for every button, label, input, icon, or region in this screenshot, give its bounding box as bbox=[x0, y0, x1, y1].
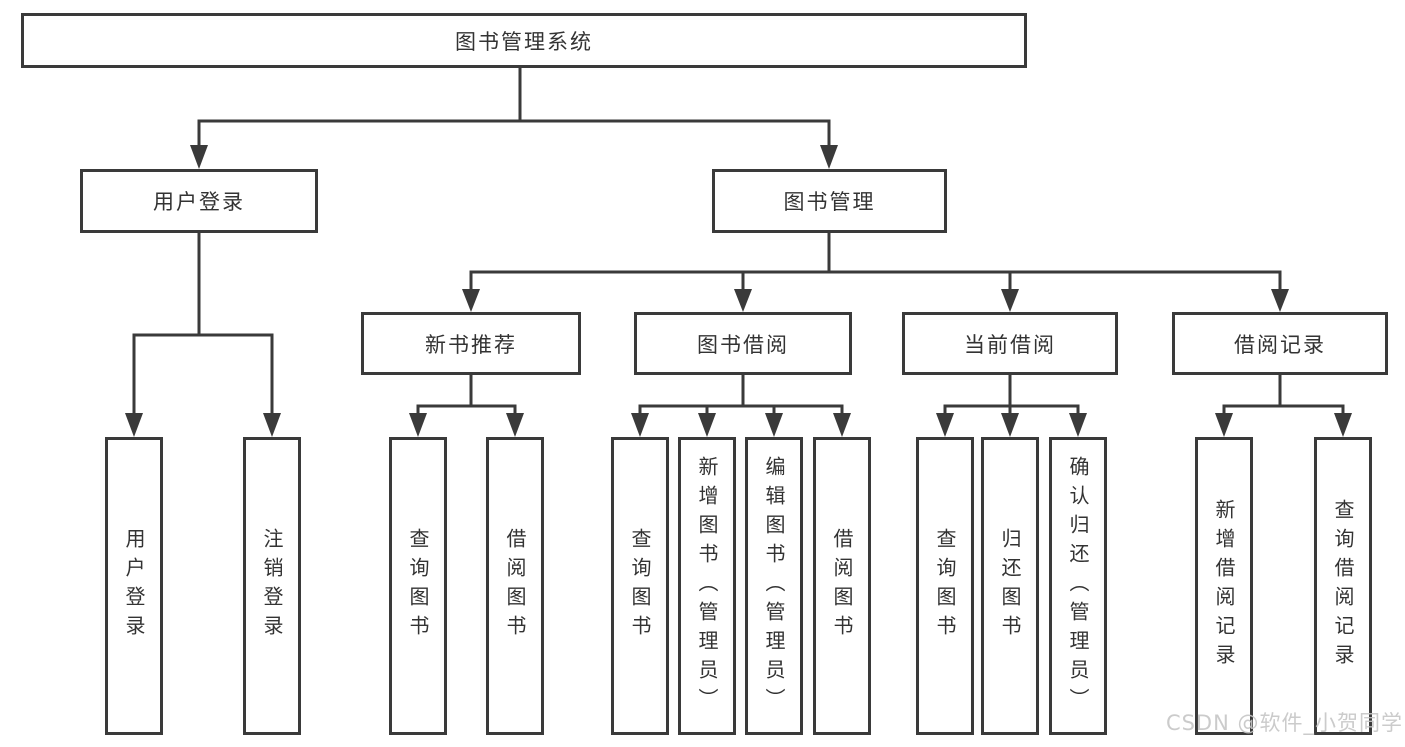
node-user-login-leaf-label: 用户登录 bbox=[122, 528, 146, 644]
connector-user-login-to-leaves bbox=[125, 233, 281, 437]
node-root-system-label: 图书管理系统 bbox=[455, 29, 593, 54]
node-current-borrowing-label: 当前借阅 bbox=[964, 332, 1056, 357]
node-borrow-books-borrowing: 借阅图书 bbox=[813, 437, 871, 735]
node-query-borrow-record-label: 查询借阅记录 bbox=[1331, 499, 1355, 673]
node-edit-books-admin: 编辑图书（管理员） bbox=[745, 437, 803, 735]
node-user-login-leaf: 用户登录 bbox=[105, 437, 163, 735]
node-borrow-books-recommend-label: 借阅图书 bbox=[503, 528, 527, 644]
node-borrowing-records-label: 借阅记录 bbox=[1234, 332, 1326, 357]
connector-book-borrowing-to-leaves bbox=[631, 375, 851, 437]
node-user-login-module-label: 用户登录 bbox=[153, 190, 245, 214]
node-query-borrow-record: 查询借阅记录 bbox=[1314, 437, 1372, 735]
node-confirm-return-admin-label: 确认归还（管理员） bbox=[1066, 455, 1090, 717]
node-query-books-recommend-label: 查询图书 bbox=[406, 528, 430, 644]
connector-borrowing-records-to-leaves bbox=[1215, 375, 1352, 437]
node-borrowing-records: 借阅记录 bbox=[1172, 312, 1388, 375]
node-add-books-admin: 新增图书（管理员） bbox=[678, 437, 736, 735]
node-book-management-module: 图书管理 bbox=[712, 169, 947, 233]
connector-book-management-to-level3 bbox=[462, 233, 1289, 312]
node-query-books-recommend: 查询图书 bbox=[389, 437, 447, 735]
connector-current-borrowing-to-leaves bbox=[936, 375, 1087, 437]
node-query-books-borrowing: 查询图书 bbox=[611, 437, 669, 735]
connector-root-to-level2 bbox=[190, 68, 838, 169]
node-add-books-admin-label: 新增图书（管理员） bbox=[695, 455, 719, 717]
node-edit-books-admin-label: 编辑图书（管理员） bbox=[762, 455, 786, 717]
node-current-borrowing: 当前借阅 bbox=[902, 312, 1118, 375]
node-add-borrow-record: 新增借阅记录 bbox=[1195, 437, 1253, 735]
node-return-books-label: 归还图书 bbox=[998, 528, 1022, 644]
node-new-book-recommend-label: 新书推荐 bbox=[425, 332, 517, 357]
node-book-borrowing-label: 图书借阅 bbox=[697, 332, 789, 357]
node-book-management-module-label: 图书管理 bbox=[783, 190, 876, 214]
node-query-books-current-label: 查询图书 bbox=[933, 528, 957, 644]
node-borrow-books-recommend: 借阅图书 bbox=[486, 437, 544, 735]
node-logout-leaf-label: 注销登录 bbox=[260, 528, 284, 644]
node-new-book-recommend: 新书推荐 bbox=[361, 312, 581, 375]
node-book-borrowing: 图书借阅 bbox=[634, 312, 852, 375]
node-borrow-books-borrowing-label: 借阅图书 bbox=[830, 528, 854, 644]
node-add-borrow-record-label: 新增借阅记录 bbox=[1212, 499, 1236, 673]
node-query-books-borrowing-label: 查询图书 bbox=[628, 528, 652, 644]
node-return-books: 归还图书 bbox=[981, 437, 1039, 735]
node-logout-leaf: 注销登录 bbox=[243, 437, 301, 735]
node-root-system: 图书管理系统 bbox=[21, 13, 1027, 68]
node-query-books-current: 查询图书 bbox=[916, 437, 974, 735]
node-confirm-return-admin: 确认归还（管理员） bbox=[1049, 437, 1107, 735]
node-user-login-module: 用户登录 bbox=[80, 169, 318, 233]
connector-new-book-recommend-to-leaves bbox=[409, 375, 524, 437]
watermark: CSDN @软件_小贺同学 bbox=[1165, 711, 1403, 735]
